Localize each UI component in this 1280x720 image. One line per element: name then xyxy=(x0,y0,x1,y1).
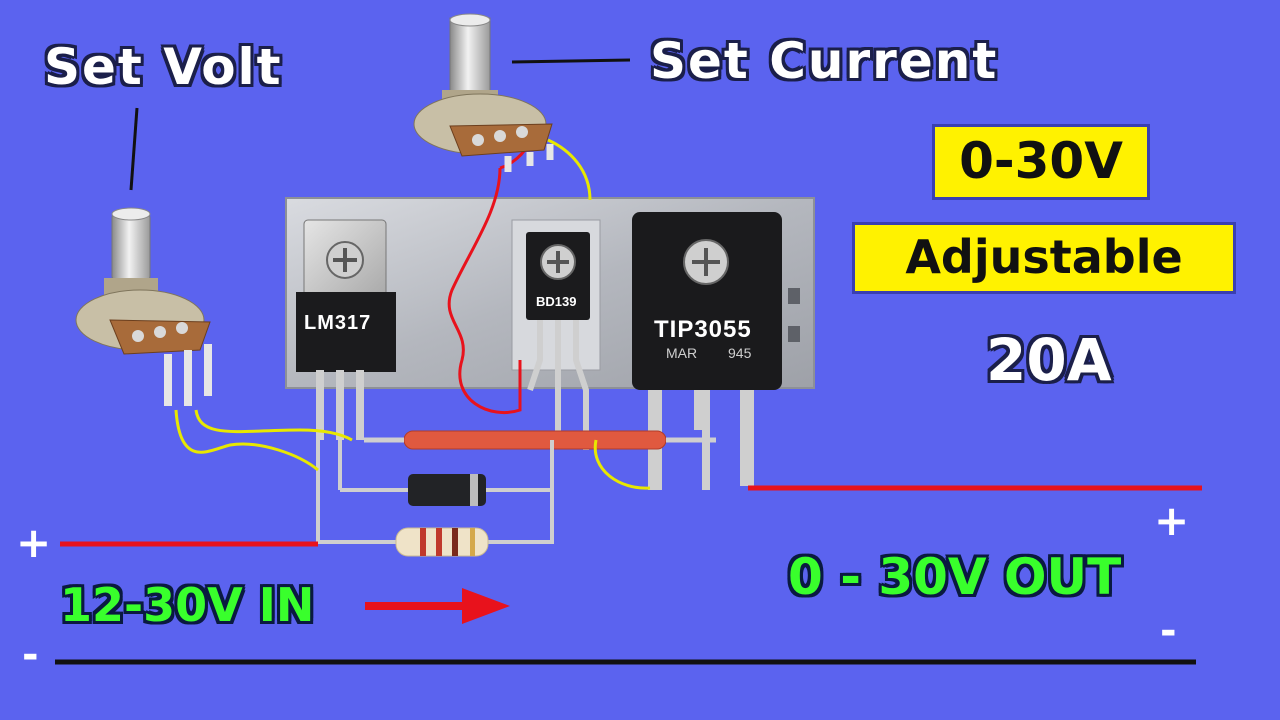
set-current-label: Set Current xyxy=(650,32,999,90)
output-plus-sign: + xyxy=(1154,496,1190,545)
pointer-line xyxy=(129,107,139,191)
adjustable-box: Adjustable xyxy=(852,222,1236,294)
lm317-lead xyxy=(356,370,364,440)
output-minus-sign: - xyxy=(1160,608,1177,654)
lm317-lead xyxy=(316,370,324,440)
right-arrow-icon xyxy=(365,588,510,624)
heatsink-slot xyxy=(788,288,800,304)
input-minus-sign: - xyxy=(22,632,39,678)
tip3055-lead xyxy=(740,390,754,486)
tip3055-marking: MAR xyxy=(666,345,698,361)
lm317-label: LM317 xyxy=(304,312,372,334)
tip3055-lead xyxy=(694,390,710,430)
potentiometer-icon xyxy=(413,13,554,172)
heatshrink-tube xyxy=(403,430,667,450)
range-box: 0-30V xyxy=(932,124,1150,200)
heatsink-slot xyxy=(788,326,800,342)
current-rating-label: 20A xyxy=(986,326,1112,394)
set-volt-label: Set Volt xyxy=(44,38,283,96)
potentiometer-icon xyxy=(75,207,212,406)
tip3055-label: TIP3055 xyxy=(654,316,752,343)
input-voltage-label: 12-30V IN xyxy=(60,578,315,632)
lm317-lead xyxy=(336,370,344,440)
tip3055-code: 945 xyxy=(728,345,752,361)
input-plus-sign: + xyxy=(16,518,52,567)
bd139-label: BD139 xyxy=(536,294,577,309)
tip3055-body xyxy=(632,212,782,390)
diode-band xyxy=(470,474,478,506)
diode-body xyxy=(408,474,486,506)
pointer-line xyxy=(511,58,631,64)
lm317-body xyxy=(296,292,396,372)
output-voltage-label: 0 - 30V OUT xyxy=(788,548,1122,606)
